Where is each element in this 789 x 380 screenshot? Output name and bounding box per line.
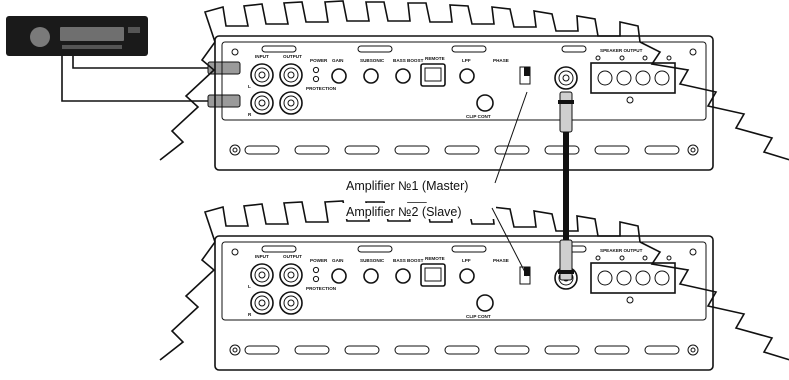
upper-panel-labels: INPUT OUTPUT POWER PROTECTION GAIN SUBSO…	[248, 48, 643, 119]
label-input: INPUT	[255, 54, 269, 59]
label-speaker-output: SPEAKER OUTPUT	[600, 48, 643, 53]
label-remote: REMOTE	[425, 56, 445, 61]
label-channel-r: R	[248, 312, 252, 317]
slave-label: Amplifier №2 (Slave)	[346, 205, 462, 219]
label-channel-l: L	[248, 84, 251, 89]
label-gain: GAIN	[332, 258, 344, 263]
head-unit	[6, 16, 148, 56]
lower-panel-labels: INPUT OUTPUT POWER PROTECTION GAIN SUBSO…	[248, 248, 643, 319]
link-cable	[558, 91, 574, 281]
label-output: OUTPUT	[283, 254, 302, 259]
label-bass-boost: BASS BOOST	[393, 58, 424, 63]
callouts: Amplifier №1 (Master) Amplifier №2 (Slav…	[342, 91, 528, 277]
master-label: Amplifier №1 (Master)	[346, 179, 468, 193]
label-power: POWER	[310, 58, 328, 63]
label-bass-boost: BASS BOOST	[393, 258, 424, 263]
label-input: INPUT	[255, 254, 269, 259]
label-phase: PHASE	[493, 258, 509, 263]
label-output: OUTPUT	[283, 54, 302, 59]
label-protection: PROTECTION	[306, 286, 337, 291]
label-subsonic: SUBSONIC	[360, 58, 385, 63]
label-channel-l: L	[248, 284, 251, 289]
label-phase: PHASE	[493, 58, 509, 63]
label-clip-cont: CLIP CONT	[466, 314, 491, 319]
label-power: POWER	[310, 258, 328, 263]
label-gain: GAIN	[332, 58, 344, 63]
label-remote: REMOTE	[425, 256, 445, 261]
label-lpf: LPF	[462, 258, 471, 263]
label-lpf: LPF	[462, 58, 471, 63]
label-subsonic: SUBSONIC	[360, 258, 385, 263]
label-protection: PROTECTION	[306, 86, 337, 91]
label-clip-cont: CLIP CONT	[466, 114, 491, 119]
rca-cables	[61, 56, 241, 108]
label-speaker-output: SPEAKER OUTPUT	[600, 248, 643, 253]
amplifier-master	[159, 0, 789, 171]
amplifier-slave	[159, 200, 789, 371]
label-channel-r: R	[248, 112, 252, 117]
